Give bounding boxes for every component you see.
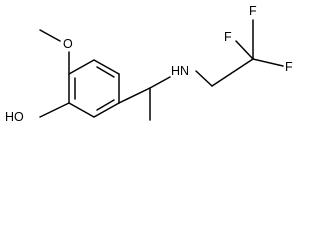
bond-methoxy-o-to-methyl <box>39 29 61 42</box>
hydroxyl-label: HO <box>5 110 24 124</box>
side-chain: HN <box>118 58 254 121</box>
bond-ch-to-nh <box>149 76 171 89</box>
bond-nh-to-ch2 <box>195 70 213 87</box>
bond-cf3-to-f-left <box>235 40 254 60</box>
bond-cf3-to-f-right <box>252 58 284 67</box>
ring-bond-c6-c1 <box>68 59 95 75</box>
ring-double-bond-1 <box>96 66 115 78</box>
fluorine-label-left: F <box>224 30 232 44</box>
benzene-ring <box>68 59 120 118</box>
amine-label: HN <box>171 64 189 78</box>
methoxy-oxygen-label: O <box>63 37 73 51</box>
ring-bond-c3-c4 <box>93 102 120 118</box>
bond-ring-to-ch <box>118 87 151 104</box>
bond-ch2-to-cf3 <box>211 58 254 87</box>
fluorine-label-right: F <box>285 60 293 74</box>
fluorine-label-top: F <box>249 4 257 18</box>
trifluoromethyl-group: F F F <box>224 4 293 74</box>
ring-bond-c1-c2 <box>93 59 120 75</box>
ring-double-bond-2 <box>96 99 115 111</box>
methoxy-group: O <box>39 29 73 75</box>
molecule-structure: O HO HN F F F <box>5 4 293 124</box>
hydroxyl-group: HO <box>5 102 70 124</box>
ring-bond-c4-c5 <box>68 102 95 118</box>
bond-ring-to-hydroxyl <box>39 102 70 118</box>
